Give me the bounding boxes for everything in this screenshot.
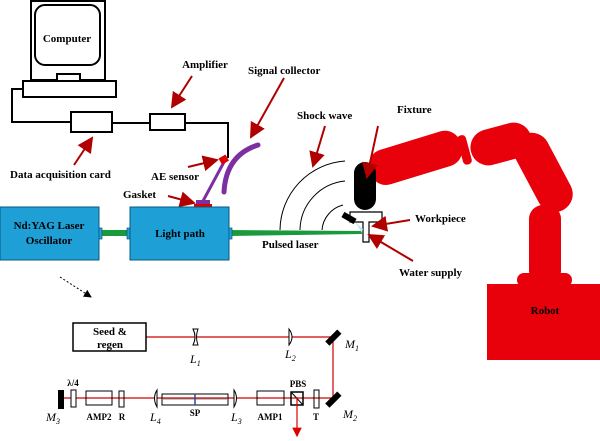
pbs-label: PBS	[290, 379, 307, 389]
amp2	[85, 390, 113, 406]
water-nozzle	[341, 211, 357, 225]
fixture	[354, 162, 376, 210]
shock-wave	[279, 160, 346, 231]
fixture-label: Fixture	[397, 104, 432, 116]
signal-collector	[221, 142, 261, 195]
lens-l3	[233, 388, 237, 409]
r-element	[118, 390, 125, 408]
m2-label: M2	[342, 407, 357, 423]
data-acquisition-card-label: Data acquisition card	[10, 169, 111, 181]
ae-sensor-label: AE sensor	[151, 171, 199, 183]
workpiece	[349, 211, 383, 243]
computer: Computer	[22, 0, 117, 98]
svg-text:Seed &: Seed &	[93, 326, 127, 338]
l1-label: L1	[189, 352, 201, 368]
seed-regen-box	[72, 322, 147, 352]
wire	[11, 88, 71, 123]
data-acquisition-card	[70, 111, 113, 133]
light-path	[129, 206, 230, 261]
mirror-m2	[325, 391, 342, 408]
workpiece-label: Workpiece	[415, 213, 466, 225]
water-supply-label: Water supply	[399, 267, 463, 279]
mirror-m3	[58, 390, 64, 409]
l3-label: L3	[230, 410, 242, 426]
detail-arrow	[59, 276, 92, 298]
m3-label: M3	[45, 410, 60, 426]
ae-sensor	[218, 154, 229, 165]
r-label: R	[119, 412, 126, 422]
t-element	[313, 389, 320, 409]
amp1	[256, 390, 285, 406]
quarter-wave-label: λ/4	[67, 378, 79, 388]
gasket	[194, 204, 212, 207]
shock-wave-label: Shock wave	[297, 110, 352, 122]
robot	[368, 122, 600, 360]
pulsed-laser-label: Pulsed laser	[262, 239, 319, 251]
t-label: T	[313, 412, 319, 422]
gasket-label: Gasket	[123, 189, 156, 201]
oscillator-label: Nd:YAG Laser	[14, 220, 85, 232]
svg-text:regen: regen	[97, 339, 123, 351]
oscillator-label-2: Oscillator	[26, 235, 73, 247]
robot-label: Robot	[531, 305, 560, 317]
waveguide-rod	[201, 161, 226, 202]
amp2-label: AMP2	[87, 412, 112, 422]
computer-label: Computer	[43, 33, 91, 45]
l2-label: L2	[284, 347, 296, 363]
amplifier-label: Amplifier	[182, 59, 228, 71]
amp1-label: AMP1	[258, 412, 283, 422]
pulsed-laser-beam	[229, 230, 362, 236]
quarter-wave-plate	[70, 389, 77, 408]
lens-l4	[154, 388, 158, 409]
amplifier	[149, 113, 186, 131]
m1-label: M1	[344, 337, 359, 353]
mirror-m1	[325, 329, 342, 346]
signal-collector-label: Signal collector	[248, 65, 321, 77]
l4-label: L4	[149, 410, 161, 426]
amplifier-optics-schematic: Seed & regen	[58, 322, 342, 438]
light-path-label: Light path	[155, 228, 205, 240]
lens-l2	[288, 327, 293, 347]
laser-oscillator	[0, 206, 100, 261]
sp-label: SP	[190, 408, 201, 418]
lens-l1	[192, 328, 199, 346]
